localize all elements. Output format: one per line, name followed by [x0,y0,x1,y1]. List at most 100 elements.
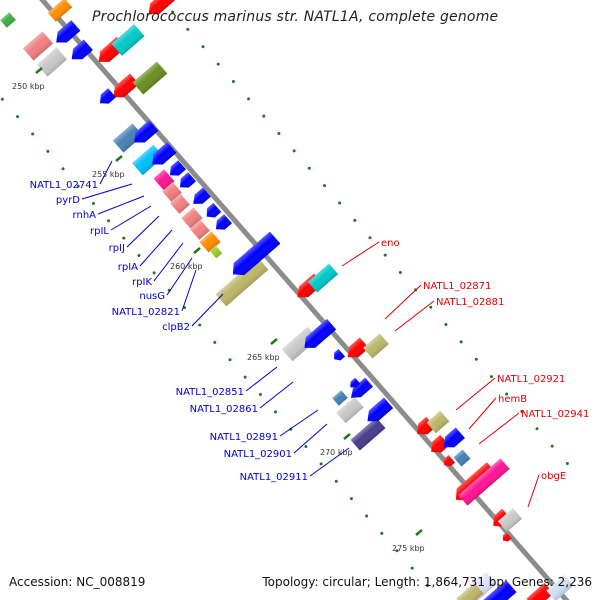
gene-shading [112,123,144,153]
gene-feature[interactable] [132,61,168,95]
gene-shading [134,120,159,143]
gene-label[interactable]: rpIA [118,262,138,273]
gene-label[interactable]: hemB [498,394,527,405]
gene-feature[interactable] [441,454,456,469]
gene-feature[interactable] [22,31,54,61]
gene-label[interactable]: NATL1_02941 [521,409,589,420]
gene-feature[interactable] [483,580,517,600]
gene-shading [304,318,337,348]
gene-feature[interactable] [96,88,116,108]
gene-feature[interactable] [332,390,348,406]
gene-label[interactable]: NATL1_02891 [210,432,278,443]
gene-feature[interactable] [363,397,394,427]
label-leader [97,195,145,215]
gene-feature[interactable] [130,120,159,148]
gene-feature[interactable] [170,194,190,214]
gene-feature[interactable] [426,410,450,434]
tick-dot [365,514,369,518]
gene-feature[interactable] [336,396,364,424]
gene-feature[interactable] [458,458,510,506]
gene-feature[interactable] [176,172,196,192]
tick-dot [444,323,448,327]
label-leader [181,269,197,312]
gene-shading [162,182,182,202]
gene-feature[interactable] [162,182,182,202]
gene-label[interactable]: NATL1_02911 [240,472,308,483]
gene-shading [546,574,574,600]
gene-feature[interactable] [307,263,339,293]
gene-feature[interactable] [166,160,186,180]
gene-feature[interactable] [300,318,337,353]
tick-label: 250 kbp [12,82,45,91]
gene-feature[interactable] [203,202,222,221]
gene-feature[interactable] [215,257,269,307]
gene-feature[interactable] [47,0,73,22]
gene-feature[interactable] [228,231,281,281]
gene-feature[interactable] [343,337,369,362]
gene-feature[interactable] [67,39,93,64]
gene-feature[interactable] [347,377,373,403]
gene-feature[interactable] [497,508,523,532]
tick-dot [349,497,353,501]
gene-feature[interactable] [199,231,221,253]
gene-feature[interactable] [109,73,140,103]
gene-feature[interactable] [350,417,386,451]
gene-feature[interactable] [212,214,232,234]
gene-feature[interactable] [112,123,144,153]
gene-feature[interactable] [0,12,16,28]
gene-label[interactable]: rnhA [73,210,97,221]
gene-label[interactable]: rpIK [132,277,152,288]
gene-feature[interactable] [209,245,223,259]
gene-shading [367,397,394,422]
gene-shading [347,337,369,358]
gene-feature[interactable] [427,434,450,457]
gene-label[interactable]: NATL1_02861 [190,404,258,415]
gene-feature[interactable] [546,574,574,600]
gene-feature[interactable] [52,20,81,48]
gene-label[interactable]: NATL1_02821 [112,307,180,318]
tick-dot [137,254,141,258]
gene-feature[interactable] [189,187,211,209]
gene-feature[interactable] [148,142,177,170]
gene-feature[interactable] [500,532,512,543]
gene-feature[interactable] [181,207,203,229]
gene-feature[interactable] [526,582,554,600]
gene-label[interactable]: pyrD [56,195,80,206]
tick-dot [228,358,232,362]
gene-feature[interactable] [144,0,176,19]
tick-dot [429,305,433,309]
gene-label[interactable]: eno [381,238,400,249]
tick-dot [474,357,478,361]
gene-feature[interactable] [363,333,389,359]
gene-label[interactable]: clpB2 [162,322,190,333]
label-leader [166,257,193,296]
gene-label[interactable]: NATL1_02881 [436,297,504,308]
gene-feature[interactable] [190,220,210,240]
gene-label[interactable]: rpIJ [109,243,125,254]
gene-shading [22,31,54,61]
gene-feature[interactable] [413,416,436,439]
tick-dot [550,444,554,448]
tick-dot [198,323,202,327]
gene-label[interactable]: NATL1_02741 [30,180,98,191]
gene-feature[interactable] [111,24,145,56]
gene-feature[interactable] [456,582,484,600]
gene-label[interactable]: rpIL [90,226,109,237]
gene-feature[interactable] [331,348,346,363]
gene-label[interactable]: NATL1_02901 [224,449,292,460]
gene-label[interactable]: NATL1_02871 [423,281,491,292]
tick-dot [380,531,384,535]
gene-shading [431,434,450,453]
gene-label[interactable]: obgE [541,471,566,482]
gene-feature[interactable] [348,377,361,391]
tick-dot [334,479,338,483]
tick-mark [415,529,423,536]
gene-shading [71,39,93,60]
gene-feature[interactable] [439,427,465,452]
label-leader [245,366,278,392]
gene-feature[interactable] [36,47,68,77]
gene-label[interactable]: nusG [139,291,165,302]
gene-label[interactable]: NATL1_02851 [176,387,244,398]
gene-feature[interactable] [453,449,471,467]
gene-label[interactable]: NATL1_02921 [497,374,565,385]
